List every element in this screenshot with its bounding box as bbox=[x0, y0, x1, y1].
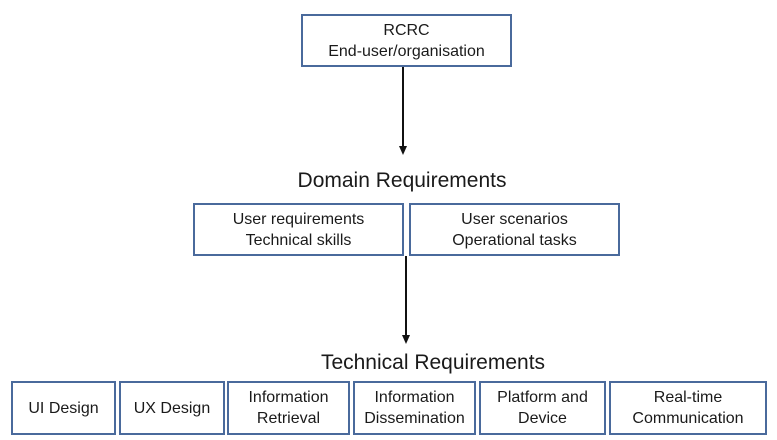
arrow-domain-to-technical bbox=[405, 256, 407, 336]
realtime-communication-box: Real-time Communication bbox=[609, 381, 767, 435]
ui-design-box: UI Design bbox=[11, 381, 116, 435]
technical-skills-label: Technical skills bbox=[245, 231, 352, 249]
user-requirements-box: User requirements Technical skills bbox=[193, 203, 404, 256]
realtime-communication-label-1: Real-time bbox=[653, 389, 723, 406]
user-scenarios-label: User scenarios bbox=[461, 210, 568, 228]
ui-design-label: UI Design bbox=[28, 399, 99, 417]
ux-design-label: UX Design bbox=[133, 399, 211, 417]
information-dissemination-label-1: Information bbox=[374, 389, 455, 406]
operational-tasks-label: Operational tasks bbox=[452, 231, 577, 249]
information-dissemination-box: Information Dissemination bbox=[353, 381, 476, 435]
rcrc-box: RCRC End-user/organisation bbox=[301, 14, 512, 67]
platform-device-box: Platform and Device bbox=[479, 381, 606, 435]
information-retrieval-label-1: Information bbox=[248, 389, 329, 406]
realtime-communication-label-2: Communication bbox=[632, 410, 744, 427]
rcrc-label: RCRC bbox=[383, 21, 430, 39]
information-retrieval-box: Information Retrieval bbox=[227, 381, 350, 435]
arrow-top-to-domain bbox=[402, 67, 404, 147]
platform-device-label-2: Device bbox=[518, 410, 567, 427]
arrow-head-icon bbox=[399, 146, 407, 155]
user-scenarios-box: User scenarios Operational tasks bbox=[409, 203, 620, 256]
arrow-head-icon bbox=[402, 335, 410, 344]
ux-design-box: UX Design bbox=[119, 381, 225, 435]
information-dissemination-label-2: Dissemination bbox=[364, 410, 465, 427]
domain-requirements-title: Domain Requirements bbox=[297, 169, 507, 192]
end-user-label: End-user/organisation bbox=[328, 42, 485, 60]
technical-requirements-title: Technical Requirements bbox=[320, 351, 546, 374]
user-requirements-label: User requirements bbox=[232, 210, 365, 228]
platform-device-label-1: Platform and bbox=[497, 389, 588, 406]
information-retrieval-label-2: Retrieval bbox=[256, 410, 321, 427]
